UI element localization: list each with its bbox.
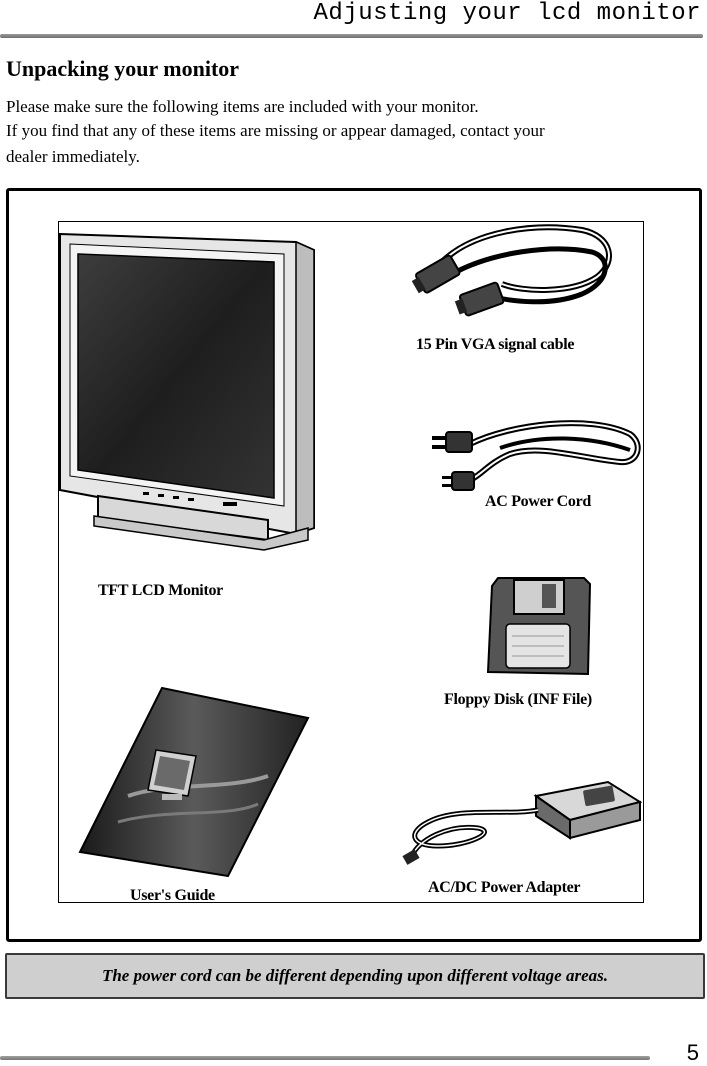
header-rule bbox=[0, 34, 703, 38]
voltage-note-text: The power cord can be different dependin… bbox=[101, 966, 609, 985]
power-cord-illustration bbox=[432, 420, 641, 491]
contents-figure-inner-frame bbox=[58, 221, 644, 903]
power-adapter-illustration bbox=[402, 780, 642, 865]
floppy-disk-illustration bbox=[486, 577, 592, 676]
vga-cable-illustration bbox=[412, 224, 612, 317]
lcd-monitor-illustration bbox=[59, 232, 315, 551]
contents-figure-frame bbox=[6, 188, 702, 942]
caption-lcd-monitor: TFT LCD Monitor bbox=[98, 582, 223, 599]
intro-line-3: dealer immediately. bbox=[6, 147, 140, 166]
caption-power-adapter: AC/DC Power Adapter bbox=[428, 879, 581, 896]
users-guide-illustration bbox=[78, 686, 310, 878]
page-number: 5 bbox=[686, 1040, 699, 1065]
caption-power-cord: AC Power Cord bbox=[485, 493, 592, 510]
caption-vga-cable: 15 Pin VGA signal cable bbox=[416, 336, 575, 353]
caption-floppy-disk: Floppy Disk (INF File) bbox=[444, 691, 592, 708]
intro-line-1: Please make sure the following items are… bbox=[6, 97, 479, 116]
page-header-title: Adjusting your lcd monitor bbox=[313, 0, 701, 27]
voltage-note-box: The power cord can be different dependin… bbox=[5, 953, 705, 999]
caption-users-guide: User's Guide bbox=[130, 887, 215, 904]
footer-rule bbox=[0, 1056, 650, 1060]
intro-line-2: If you find that any of these items are … bbox=[6, 121, 545, 140]
section-heading: Unpacking your monitor bbox=[6, 56, 240, 81]
